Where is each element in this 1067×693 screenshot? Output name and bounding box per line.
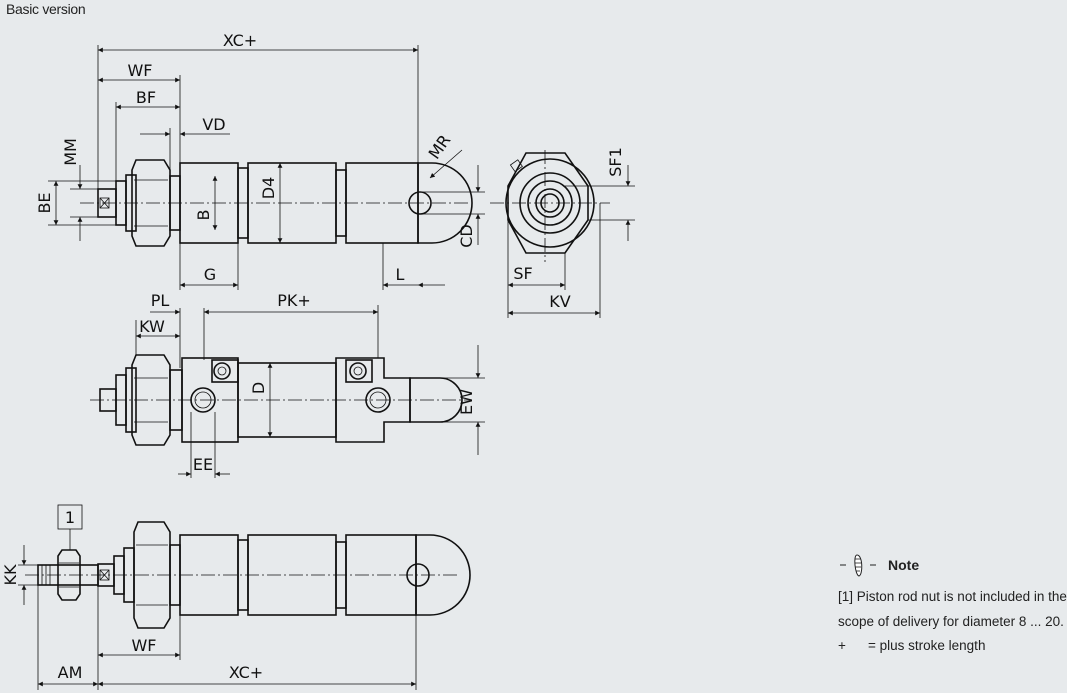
label-xc-top: XC+ [223, 31, 257, 50]
label-wf-top: WF [127, 61, 152, 80]
label-ew: EW [457, 389, 476, 415]
label-bf: BF [136, 88, 156, 107]
label-d4: D4 [259, 177, 278, 200]
label-mr: MR [425, 131, 455, 162]
label-be: BE [35, 192, 54, 213]
end-view [490, 150, 635, 318]
note-text: [1] Piston rod nut is not included in th… [838, 589, 1067, 629]
label-wf-bottom: WF [131, 636, 156, 655]
page-title: Basic version [6, 1, 86, 17]
label-b: B [194, 210, 213, 221]
legend-symbol: + [838, 638, 846, 653]
label-d: D [249, 382, 268, 394]
label-cd: CD [457, 224, 476, 248]
info-pencil-icon [838, 553, 888, 577]
label-kw: KW [139, 317, 165, 336]
label-am: AM [58, 663, 83, 682]
legend-text: = plus stroke length [868, 638, 986, 653]
label-vd: VD [202, 115, 225, 134]
label-xc-bottom: XC+ [229, 663, 263, 682]
label-g: G [204, 265, 216, 284]
side-view-middle [90, 305, 485, 478]
label-pl: PL [151, 291, 170, 310]
side-view-top [48, 45, 485, 290]
label-sf: SF [513, 264, 532, 283]
callout-1: 1 [65, 508, 75, 527]
label-l: L [396, 265, 405, 284]
label-sf1: SF1 [606, 147, 625, 177]
label-ee: EE [193, 455, 213, 474]
note-box: Note [1] Piston rod nut is not included … [838, 552, 1067, 653]
side-view-bottom [18, 504, 471, 690]
label-mm: MM [61, 138, 80, 166]
label-kk: KK [1, 564, 20, 585]
legend-row: + = plus stroke length [838, 638, 1067, 653]
note-title: Note [888, 557, 920, 573]
label-kv: KV [549, 292, 570, 311]
label-pk: PK+ [277, 291, 311, 310]
